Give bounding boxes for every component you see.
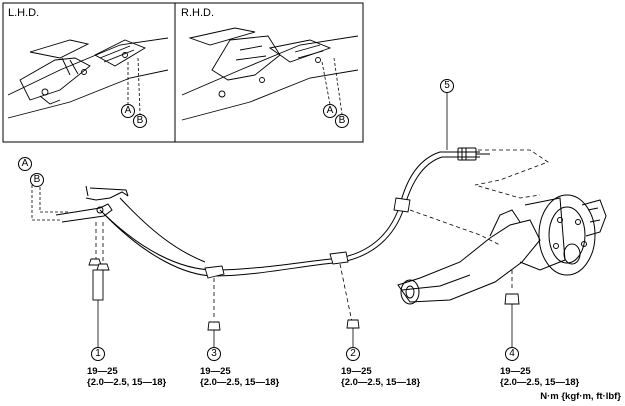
ref-leader-lines	[31, 175, 70, 221]
ref-b-main: B	[30, 173, 44, 187]
torque-value: 19—25	[500, 366, 531, 377]
torque-spec-3: 19—25 {2.0—2.5, 15—18}	[200, 366, 279, 388]
rear-knuckle-assembly	[397, 194, 607, 305]
torque-units-note: N·m {kgf·m, ft·lbf}	[540, 391, 621, 402]
torque-spec-1: 19—25 {2.0—2.5, 15—18}	[87, 366, 166, 388]
mounting-outlines	[95, 149, 549, 323]
lhd-leader-lines	[127, 57, 141, 115]
callout-3: 3	[207, 347, 221, 361]
callout-4: 4	[505, 347, 519, 361]
torque-value: 19—25	[341, 366, 372, 377]
callout-1: 1	[91, 347, 105, 361]
torque-spec-4: 19—25 {2.0—2.5, 15—18}	[500, 366, 579, 388]
bolts	[88, 258, 520, 331]
torque-conversion: {2.0—2.5, 15—18}	[341, 377, 421, 388]
torque-spec-2: 19—25 {2.0—2.5, 15—18}	[341, 366, 420, 388]
rhd-inset-title: R.H.D.	[181, 7, 214, 19]
ref-b-rhd: B	[335, 114, 349, 128]
rear-cable-path	[99, 151, 480, 277]
cable-clips	[204, 197, 411, 279]
ref-a-rhd: A	[323, 104, 337, 118]
front-cable-equalizer	[55, 185, 129, 223]
torque-conversion: {2.0—2.5, 15—18}	[200, 377, 280, 388]
rhd-leader-lines	[321, 57, 343, 115]
lhd-inset-frame	[2, 2, 176, 143]
rhd-lever-assembly	[181, 27, 359, 121]
callout-leaders	[97, 93, 513, 347]
callout-5: 5	[440, 79, 454, 93]
ref-a-main: A	[18, 157, 32, 171]
ref-b-lhd: B	[133, 114, 147, 128]
torque-value: 19—25	[200, 366, 231, 377]
lhd-lever-assembly	[7, 37, 169, 119]
cable-end-fitting	[457, 147, 490, 161]
torque-conversion: {2.0—2.5, 15—18}	[500, 377, 580, 388]
callout-2: 2	[346, 347, 360, 361]
torque-value: 19—25	[87, 366, 118, 377]
lhd-inset-title: L.H.D.	[8, 7, 40, 19]
ref-a-lhd: A	[121, 104, 135, 118]
torque-conversion: {2.0—2.5, 15—18}	[87, 377, 167, 388]
rhd-inset-frame	[174, 2, 364, 143]
